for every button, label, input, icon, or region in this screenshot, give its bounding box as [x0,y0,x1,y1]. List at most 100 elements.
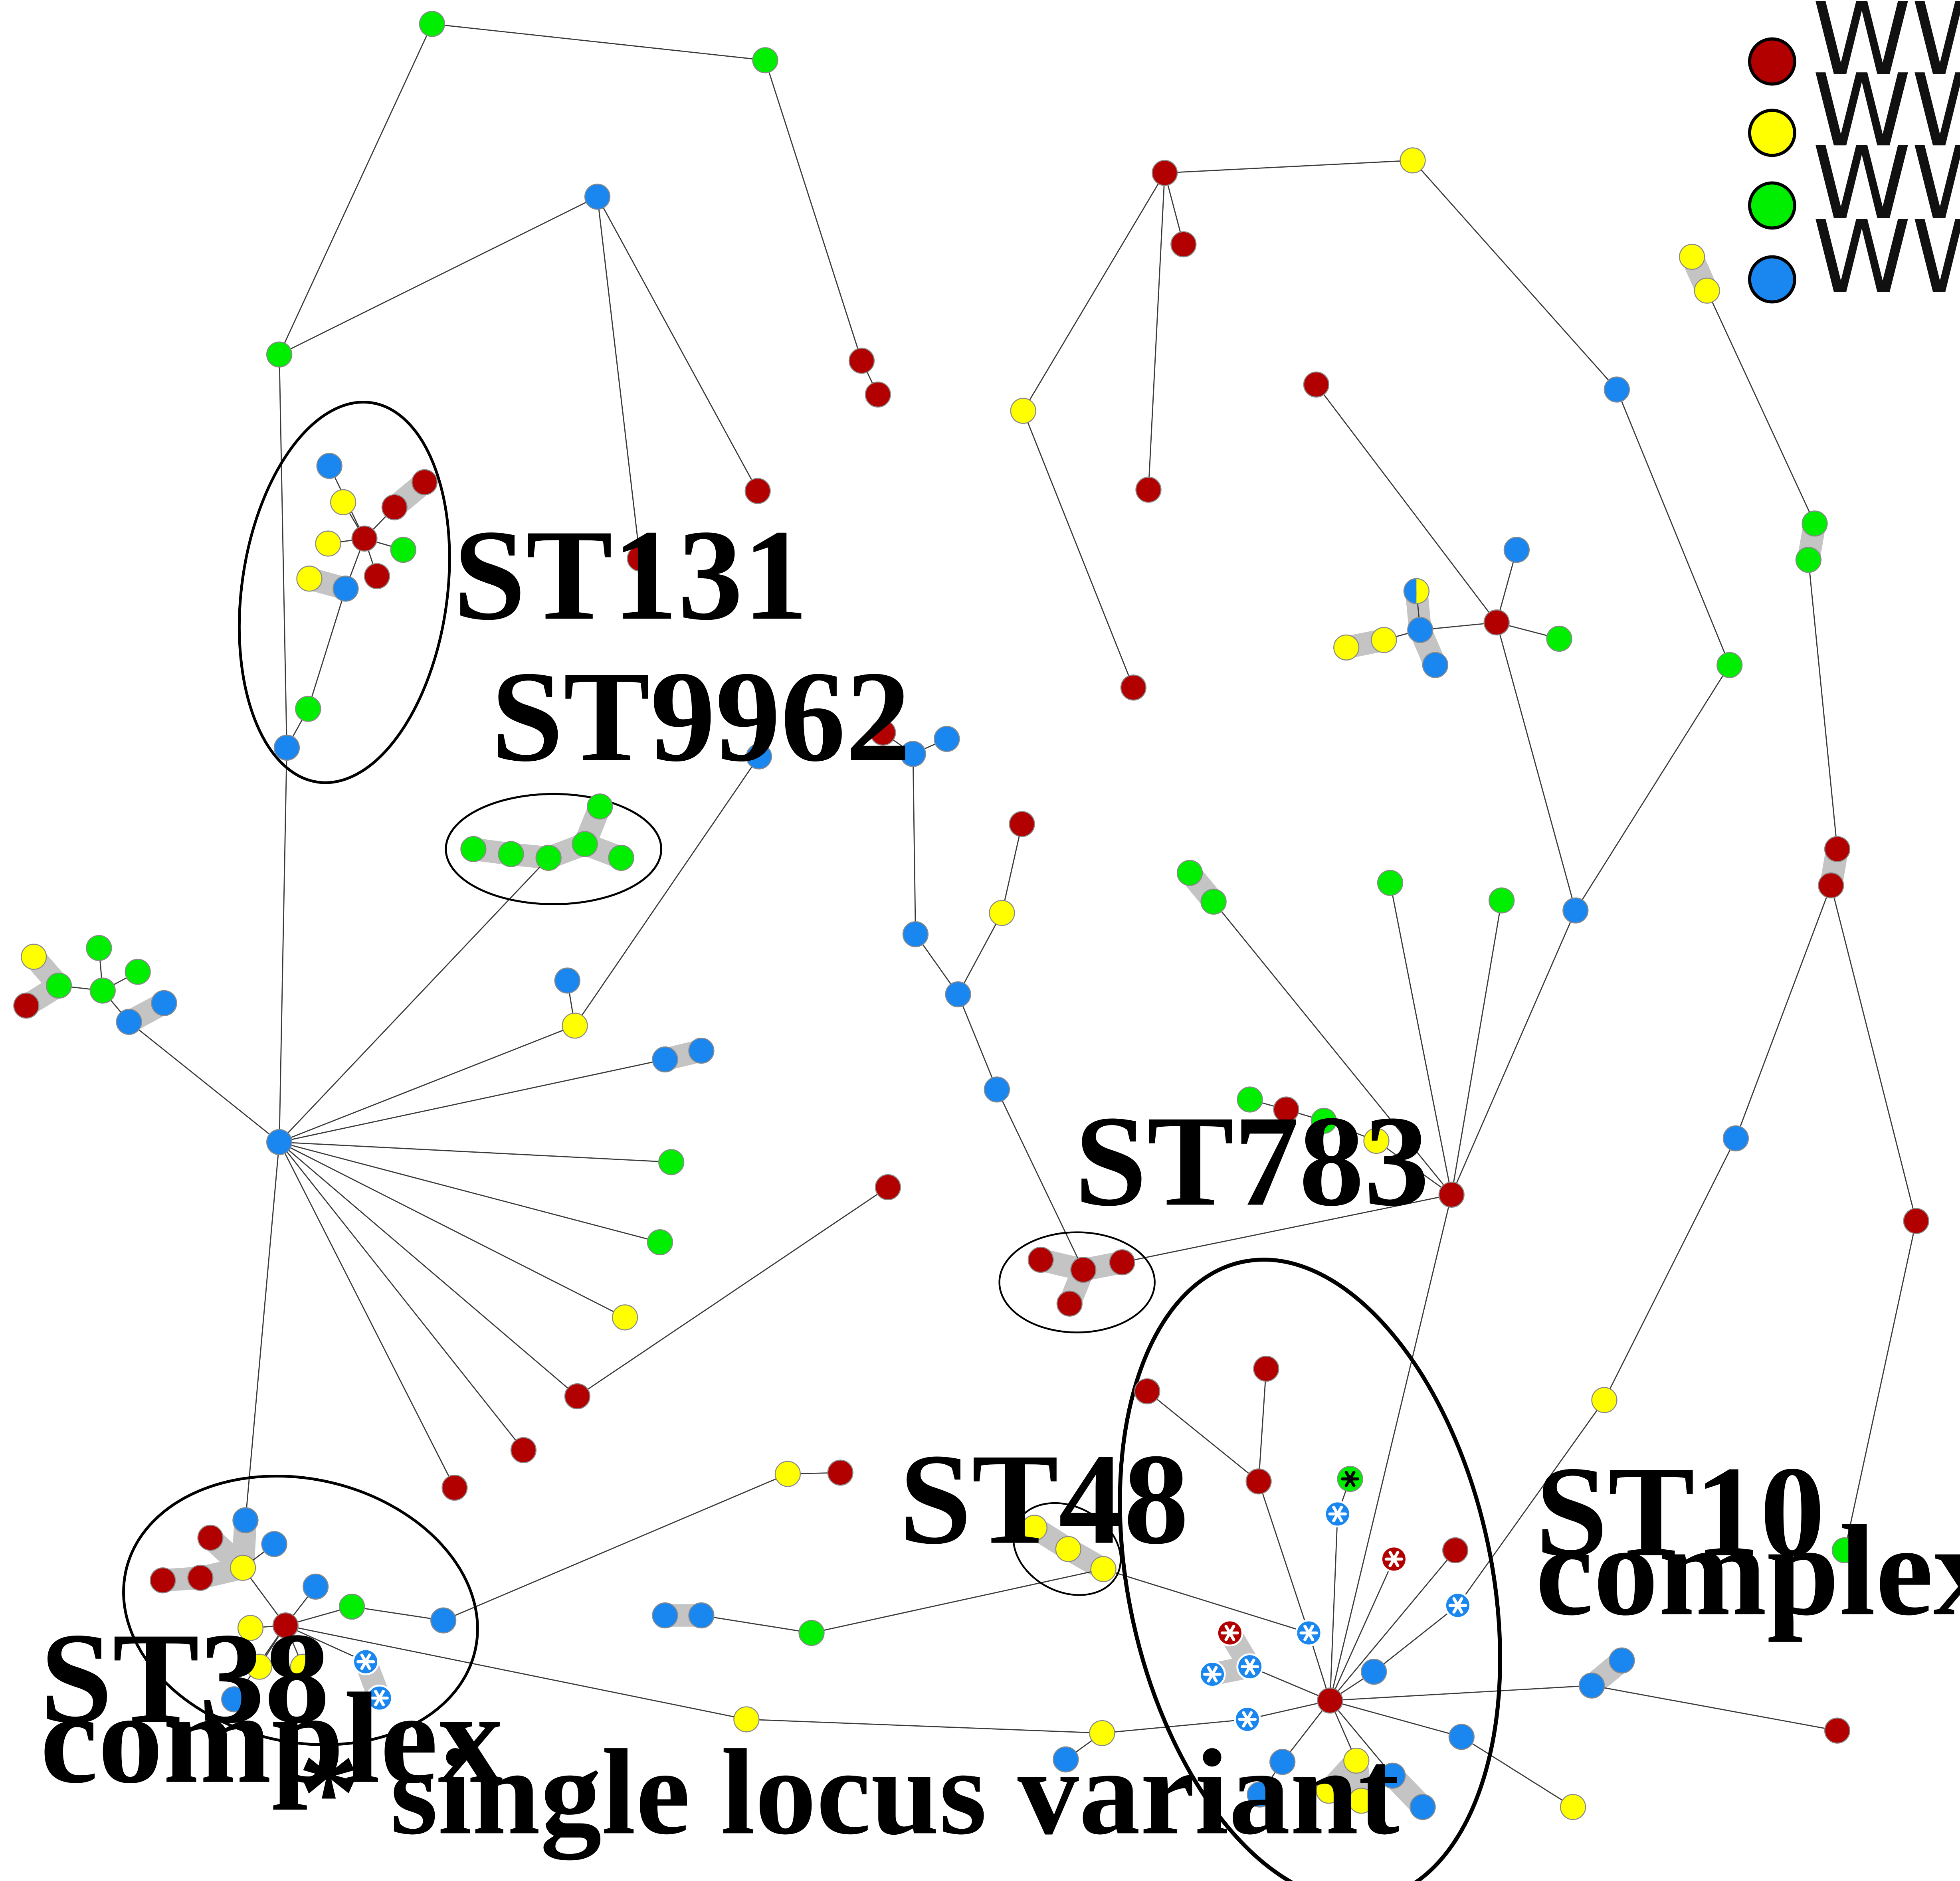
ring-st38 [122,1475,479,1746]
isolate-node [1273,1096,1299,1123]
isolate-node [1028,1246,1054,1273]
tree-edge [279,354,287,748]
label-st10-line1: ST10 [1535,1439,1825,1584]
isolate-node [197,1525,224,1551]
tree-edge [1249,1666,1330,1701]
isolate-node [774,1461,801,1487]
isolate-node [1716,652,1743,678]
legend-swatch-wwtp3 [1748,181,1796,230]
isolate-node [1237,1086,1263,1113]
tree-edge [279,1141,671,1163]
isolate-node [587,793,613,820]
label-st783: ST783 [1075,1088,1429,1233]
isolate-node [1343,1747,1370,1774]
isolate-node [1055,1536,1081,1562]
isolate-node [1442,1537,1469,1564]
isolate-node [89,977,116,1004]
isolate-node [989,900,1015,926]
single-locus-variant-marker [1340,1470,1360,1487]
tree-edge [996,1089,1084,1270]
isolate-node [798,1620,825,1646]
isolate-node [230,1555,256,1581]
single-locus-variant-marker [1238,1711,1257,1728]
tree-edge [1258,1369,1267,1481]
isolate-node [608,845,634,871]
isolate-node [1422,652,1449,678]
tree-edge [443,1473,788,1621]
tree-edge [577,1187,889,1397]
isolate-node [1316,1778,1342,1804]
isolate-node [1253,1355,1279,1382]
isolate-node [46,972,72,999]
isolate-node [266,1129,293,1155]
tree-edge [279,24,433,355]
isolate-nodes [13,11,1929,1820]
isolate-node [1824,1717,1851,1744]
isolate-node [266,341,293,368]
isolate-node [1120,674,1146,701]
tree-edge [1592,1685,1837,1731]
legend-swatch-wwtp2 [1748,109,1796,157]
isolate-node [150,1567,176,1594]
tree-edge [279,196,598,355]
label-st9962: ST9962 [491,644,911,789]
tree-edge [1122,1194,1452,1263]
isolate-node [151,990,177,1016]
single-locus-variant-marker [1203,1666,1222,1683]
ring-st48 [1012,1502,1122,1596]
isolate-node [902,921,929,947]
isolate-node [1722,1125,1749,1151]
isolate-node [290,1654,316,1680]
tree-edge [279,1141,578,1397]
isolate-node [1200,888,1227,915]
isolate-node [333,576,359,602]
legend-swatch-wwtp1 [1748,37,1796,86]
tree-edge [1451,910,1576,1195]
single-locus-variant-marker [1299,1624,1318,1642]
label-st38-line2: complex [40,1666,503,1810]
isolate-node [1021,1515,1048,1541]
tree-edge [597,196,758,491]
isolate-node [647,1229,673,1256]
isolate-node [1363,1127,1390,1154]
tree-edge [279,1141,455,1488]
tree-edge [1604,1138,1736,1400]
split-node [1403,578,1430,604]
legend-label-wwtp3: WWTP 3 [1812,125,1960,242]
isolate-node [21,943,47,970]
isolate-node [1109,1249,1135,1276]
isolate-node [612,1304,638,1331]
isolate-node [900,741,926,767]
isolate-node [1591,1387,1617,1413]
isolate-node [870,720,896,746]
tree-edge [1247,1700,1330,1720]
isolate-node [584,184,611,210]
tree-edge [1329,1550,1456,1701]
tree-edge [279,1141,626,1318]
isolate-node [1152,160,1178,186]
tree-edges [59,23,1917,1808]
tree-edge [1373,1605,1458,1672]
isolate-node [1578,1672,1605,1699]
isolate-node [934,726,960,752]
legend: WWTP 1 WWTP 2 WWTP 3 WWTP 4 [1748,0,1960,316]
isolate-node [1317,1687,1343,1714]
tree-edge [1451,900,1503,1195]
tree-edge [1329,1514,1338,1701]
tree-edge [1316,384,1497,623]
isolate-node [572,831,598,857]
tree-edge [1330,1685,1592,1701]
isolate-node [1135,477,1162,503]
tree-edge [285,1625,366,1662]
isolate-node [330,489,356,516]
tree-edge [1103,1568,1309,1634]
tree-edge [1330,1700,1462,1738]
tree-edge [1164,160,1413,174]
label-st10-line2: complex [1535,1498,1960,1642]
tree-edge [597,196,641,559]
isolate-node [1560,1794,1586,1820]
isolate-node [848,348,875,374]
cluster-labels: ST131 ST9962 ST783 ST48 ST10 complex ST3… [40,502,1960,1862]
isolate-node [1269,1748,1296,1775]
